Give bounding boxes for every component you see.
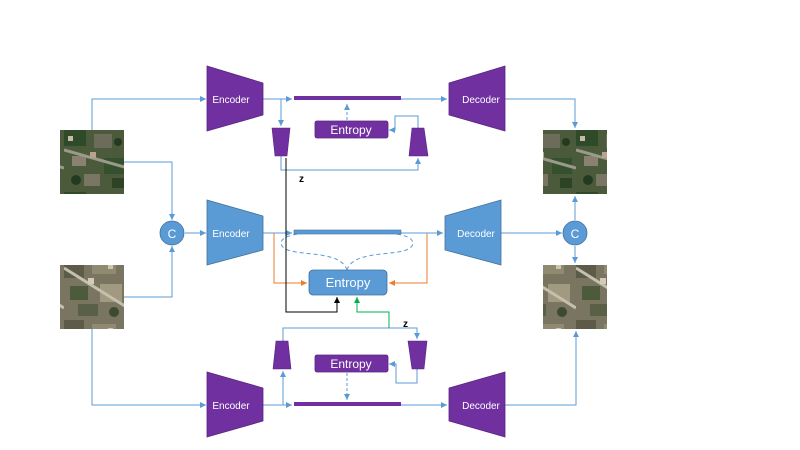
top-encoder-label: Encoder	[212, 95, 250, 106]
top-decoder-output-arrow	[505, 98, 578, 128]
middle-latent-bar	[293, 229, 402, 235]
left-concat-label: C	[168, 227, 177, 241]
reconstructed-image-1	[543, 130, 607, 194]
input-to-bottom-encoder-arrow	[91, 329, 206, 408]
top-hyper-encoder	[271, 127, 291, 157]
z-top-to-entropy-arrow	[285, 158, 340, 313]
mid-context-arc-right	[346, 232, 414, 271]
satellite-image-2	[60, 265, 124, 329]
top-latent-bar	[294, 96, 401, 100]
bottom-hyper-encoder	[272, 340, 292, 370]
middle-encoder-label: Encoder	[212, 229, 250, 240]
bottom-z-label: z	[403, 319, 408, 330]
input1-to-concat-arrow	[124, 161, 175, 220]
left-concat-node: C	[159, 220, 185, 246]
bottom-hyper-decoder	[407, 340, 428, 370]
satellite-image-1	[60, 130, 124, 194]
top-encoder: Encoder	[206, 65, 264, 132]
z-bottom-to-entropy-arrow	[354, 297, 390, 328]
right-concat-node: C	[562, 220, 588, 246]
bottom-encoder-label: Encoder	[212, 401, 250, 412]
top-decoder: Decoder	[448, 65, 506, 132]
mid-left-to-entropy-arrow	[273, 233, 307, 286]
mid-context-arc-left	[280, 232, 348, 271]
input-to-top-encoder-arrow	[91, 96, 206, 130]
top-entropy-label: Entropy	[330, 123, 371, 137]
reconstructed-image-2	[543, 265, 607, 329]
bottom-encoder: Encoder	[206, 371, 264, 438]
bot-z-path-arrow	[282, 327, 420, 341]
top-entropy-box: Entropy	[314, 120, 389, 139]
top-hyper-decoder	[408, 127, 429, 157]
top-hyper-to-entropy-arrow	[389, 115, 419, 133]
blue-connectors	[91, 96, 579, 408]
bottom-decoder-label: Decoder	[462, 401, 500, 412]
middle-entropy-box: Entropy	[308, 269, 388, 296]
bottom-latent-bar	[294, 402, 401, 406]
bottom-decoder: Decoder	[448, 371, 506, 438]
top-z-path-arrow	[280, 156, 421, 171]
top-z-label: z	[299, 174, 304, 185]
orange-connectors	[273, 233, 428, 286]
top-decoder-label: Decoder	[462, 95, 500, 106]
bot-decoder-output-arrow	[505, 331, 579, 406]
bottom-entropy-box: Entropy	[314, 354, 389, 373]
middle-decoder: Decoder	[444, 199, 502, 266]
middle-encoder: Encoder	[206, 199, 264, 266]
middle-entropy-label: Entropy	[326, 275, 371, 290]
bot-hyper-to-entropy-arrow	[389, 361, 418, 384]
right-concat-label: C	[571, 227, 580, 241]
middle-decoder-label: Decoder	[457, 229, 495, 240]
input2-to-concat-arrow	[124, 246, 175, 298]
mid-right-to-entropy-arrow	[389, 233, 428, 286]
bottom-entropy-label: Entropy	[330, 357, 371, 371]
